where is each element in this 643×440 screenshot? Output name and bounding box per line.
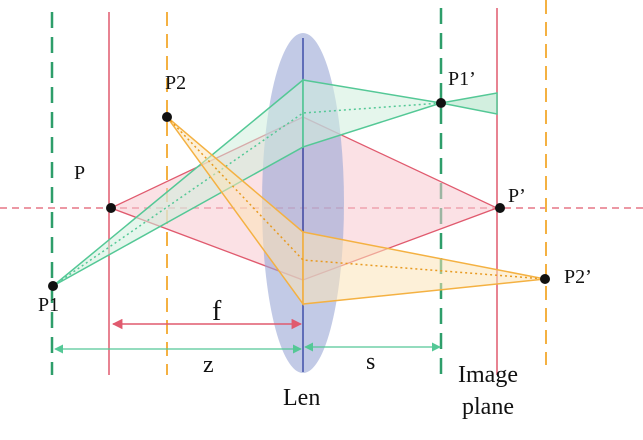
label-lens: Len	[283, 385, 320, 411]
label-f: f	[212, 296, 222, 327]
point-p2	[162, 112, 172, 122]
label-image-plane-line1: Image	[458, 362, 518, 388]
label-p1: P1	[38, 294, 59, 316]
label-image-plane-line2: plane	[462, 394, 514, 420]
point-p-prime	[495, 203, 505, 213]
label-p: P	[74, 162, 85, 184]
point-p1-prime	[436, 98, 446, 108]
point-p2-prime	[540, 274, 550, 284]
orange-chief-ray	[166, 116, 546, 280]
orange-image-cone	[302, 231, 546, 305]
label-z: z	[203, 352, 214, 378]
green-image-cone	[302, 79, 442, 149]
label-p1-prime: P1’	[448, 68, 476, 90]
point-p1	[48, 281, 58, 291]
point-p	[106, 203, 116, 213]
label-s: s	[366, 349, 375, 375]
green-chief-ray	[52, 102, 442, 287]
label-p-prime: P’	[508, 185, 526, 207]
green-blur-cone	[440, 92, 498, 115]
label-p2-prime: P2’	[564, 266, 592, 288]
label-p2: P2	[165, 72, 186, 94]
